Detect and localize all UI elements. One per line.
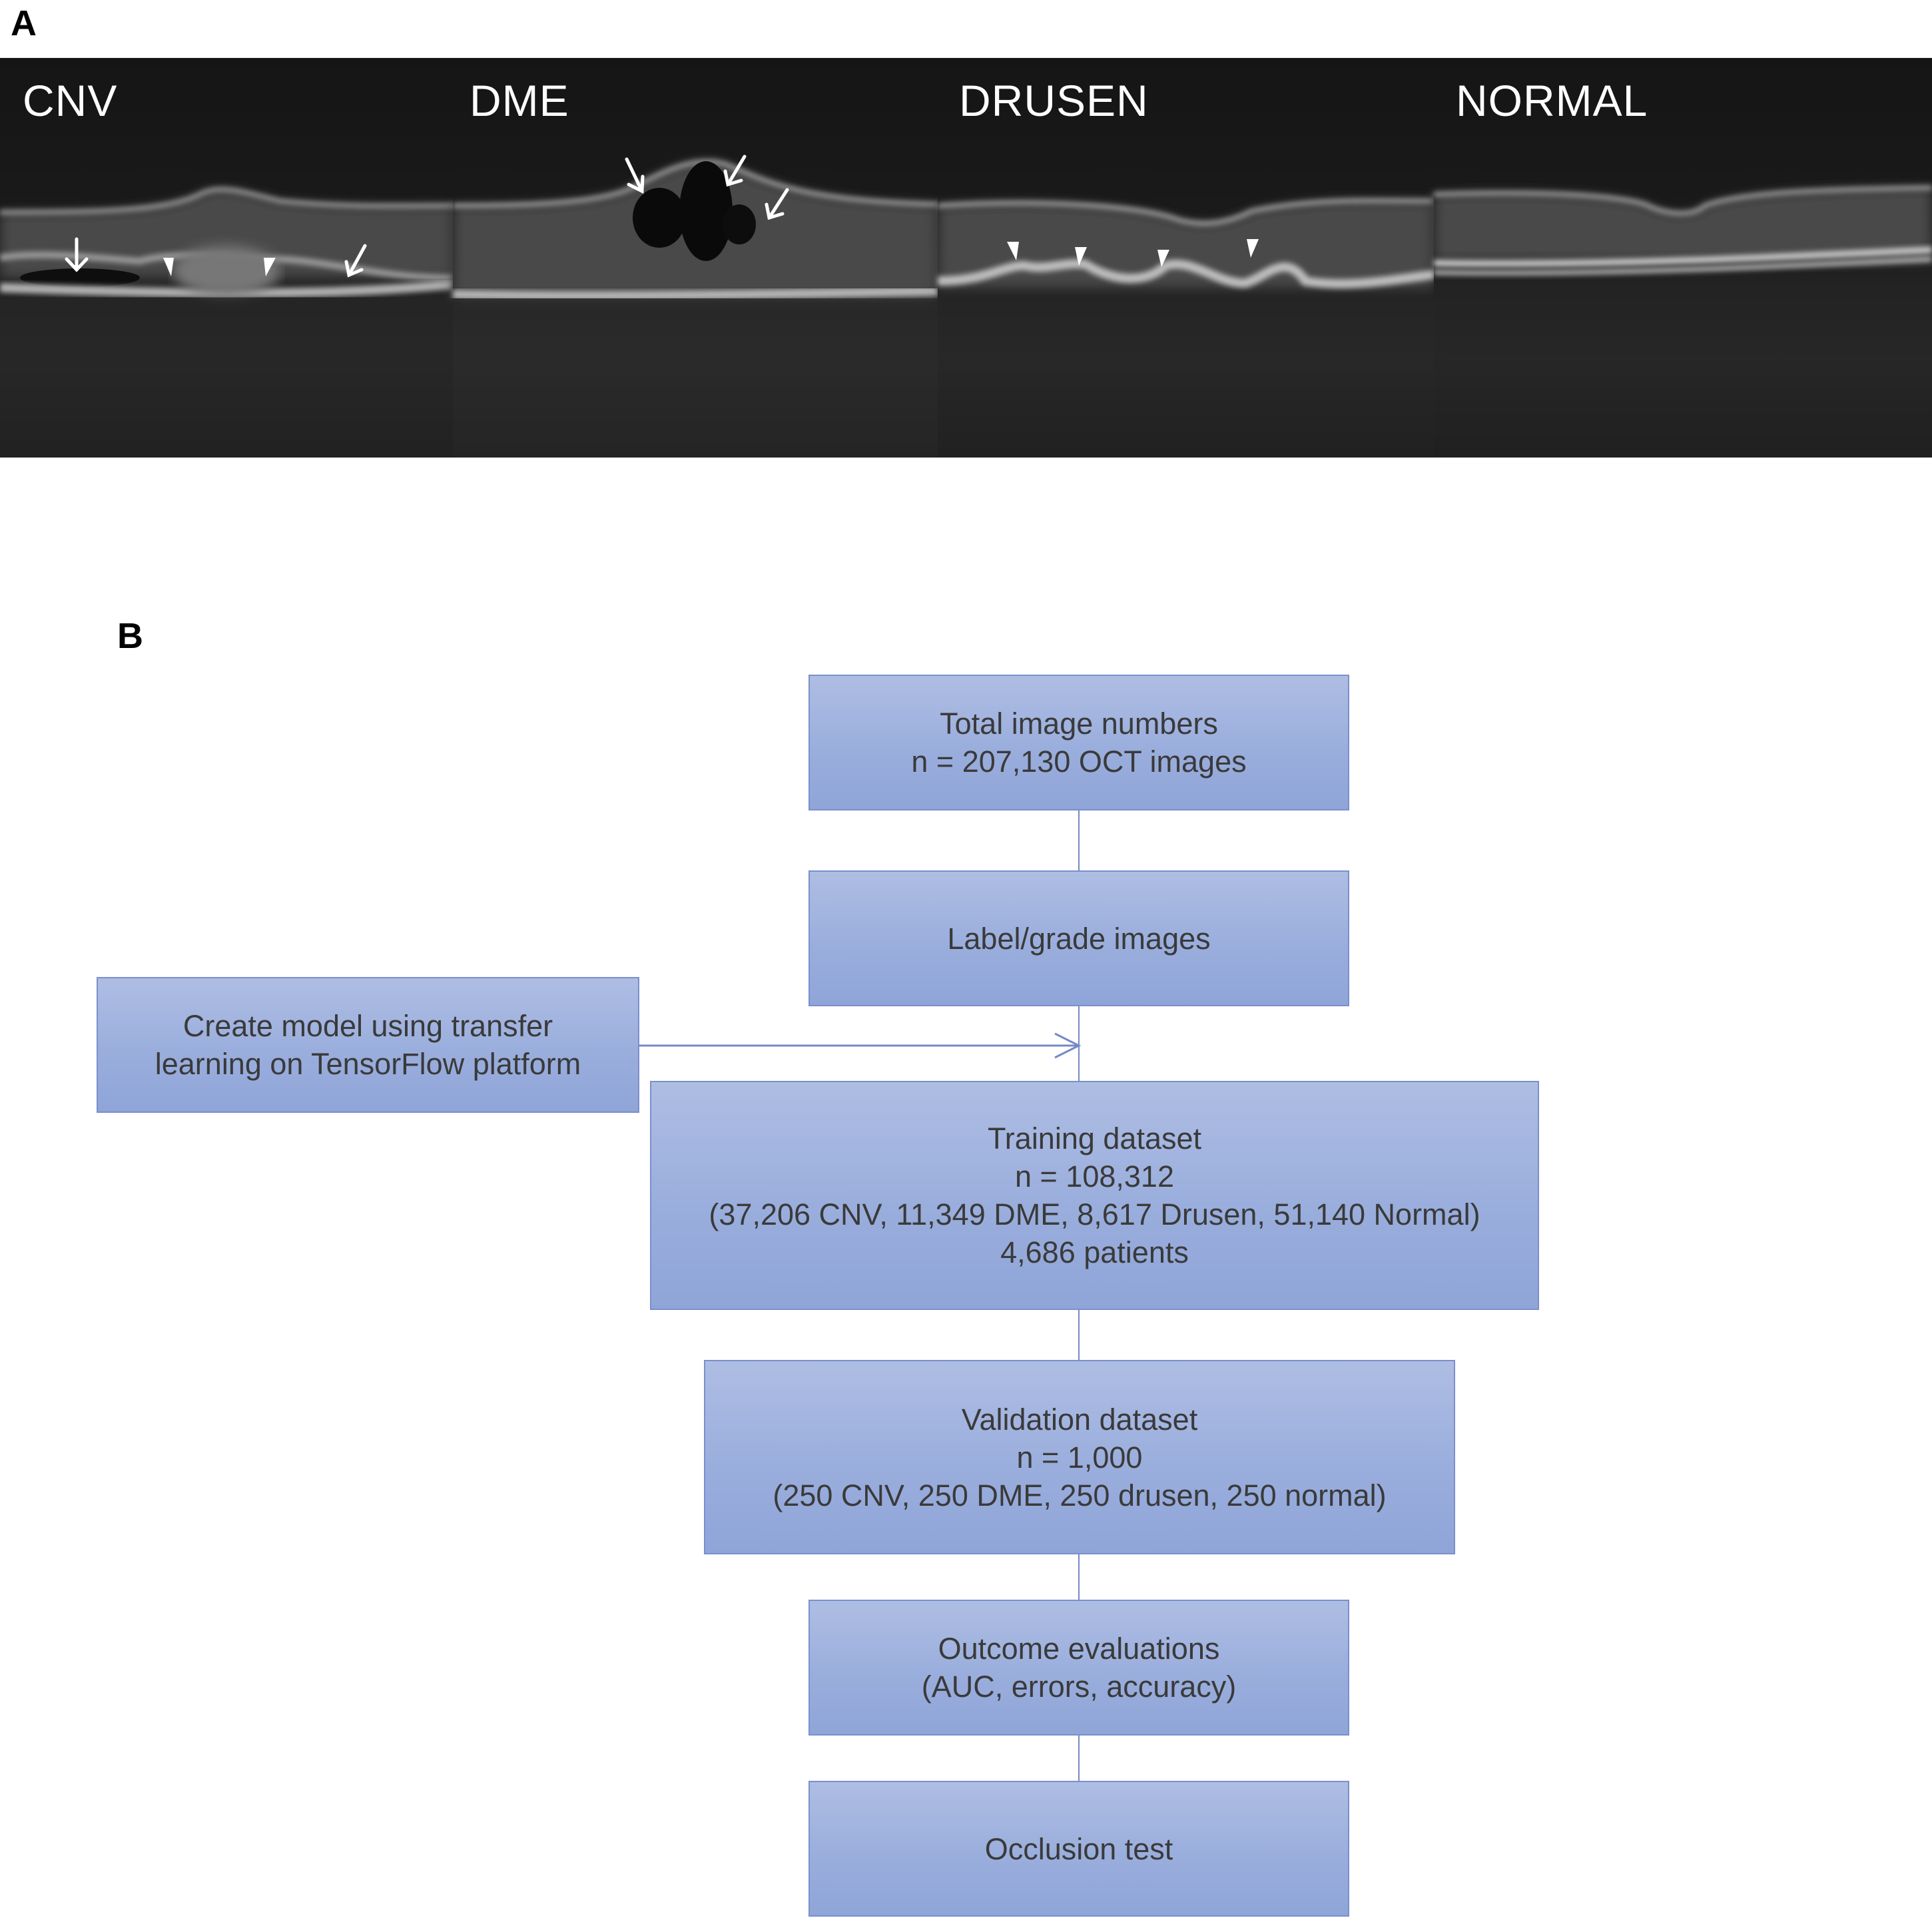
connector-label-training	[1078, 1005, 1080, 1081]
connector-total-label	[1078, 809, 1080, 870]
panel-a-letter: A	[11, 3, 37, 43]
oct-panel-dme	[452, 58, 938, 458]
box-text: n = 108,312	[1015, 1159, 1174, 1193]
arrowhead-icon	[1007, 242, 1019, 260]
oct-label-normal: NORMAL	[1456, 76, 1648, 125]
oct-arrowheads	[163, 239, 1259, 276]
box-create-model: Create model using transfer learning on …	[97, 977, 639, 1113]
box-text: Validation dataset	[961, 1402, 1198, 1437]
oct-panel-cnv	[0, 58, 454, 458]
box-text: Label/grade images	[947, 921, 1211, 956]
box-text: Outcome evaluations	[938, 1632, 1220, 1666]
oct-image-strip	[0, 58, 1932, 458]
box-text: n = 1,000	[1016, 1440, 1143, 1474]
box-text: 4,686 patients	[1000, 1235, 1189, 1269]
arrowhead-icon	[1157, 250, 1169, 267]
box-outcome-evaluations: Outcome evaluations (AUC, errors, accura…	[808, 1600, 1349, 1736]
oct-panel-normal	[1433, 58, 1932, 458]
box-text: learning on TensorFlow platform	[155, 1047, 581, 1081]
panel-b-letter: B	[117, 616, 143, 656]
arrowhead-icon	[1247, 239, 1259, 258]
oct-panel-drusen	[937, 58, 1435, 458]
arrowhead-icon	[264, 258, 276, 276]
arrowhead-icon	[1054, 1032, 1082, 1059]
box-total-images: Total image numbers n = 207,130 OCT imag…	[808, 675, 1349, 810]
box-text: (AUC, errors, accuracy)	[921, 1670, 1237, 1704]
box-text: Total image numbers	[940, 707, 1218, 741]
connector-training-validation	[1078, 1309, 1080, 1360]
box-text: Training dataset	[987, 1121, 1202, 1155]
oct-label-cnv: CNV	[23, 76, 118, 125]
arrow-icon	[65, 237, 89, 272]
arrow-icon	[344, 244, 367, 278]
arrowhead-icon	[163, 258, 174, 276]
box-text: Create model using transfer	[182, 1009, 553, 1043]
arrow-icon	[723, 155, 747, 187]
box-text: (37,206 CNV, 11,349 DME, 8,617 Drusen, 5…	[709, 1197, 1480, 1231]
box-text: n = 207,130 OCT images	[911, 745, 1247, 779]
box-occlusion-test: Occlusion test	[808, 1781, 1349, 1917]
connector-validation-outcome	[1078, 1553, 1080, 1600]
oct-arrows	[65, 155, 789, 278]
oct-label-dme: DME	[470, 76, 569, 125]
box-text: Occlusion test	[984, 1831, 1173, 1866]
connector-outcome-occlusion	[1078, 1734, 1080, 1781]
box-label-grade: Label/grade images	[808, 870, 1349, 1006]
oct-label-drusen: DRUSEN	[959, 76, 1149, 125]
box-text: (250 CNV, 250 DME, 250 drusen, 250 norma…	[773, 1478, 1387, 1512]
arrow-icon	[765, 188, 789, 220]
arrow-icon	[625, 157, 645, 194]
box-validation-dataset: Validation dataset n = 1,000 (250 CNV, 2…	[704, 1360, 1455, 1554]
arrowhead-icon	[1075, 247, 1087, 266]
box-training-dataset: Training dataset n = 108,312 (37,206 CNV…	[650, 1081, 1539, 1310]
